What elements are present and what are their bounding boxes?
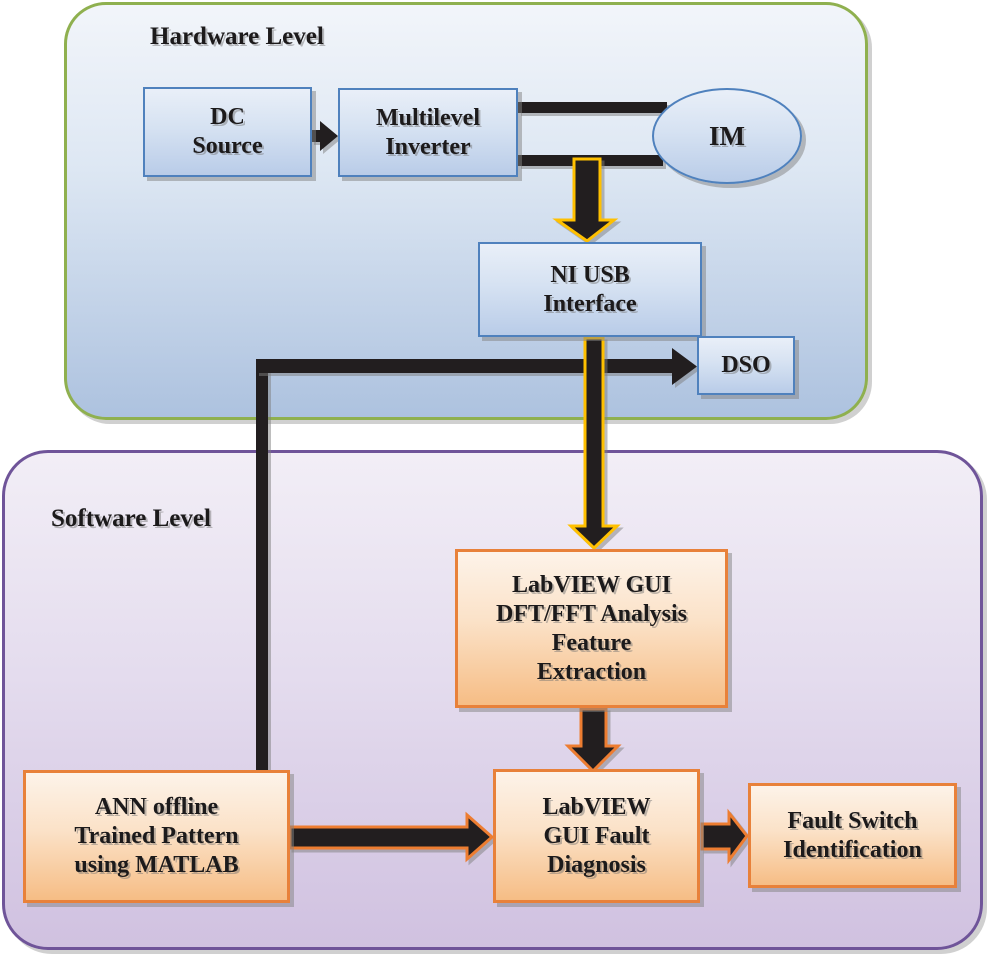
multilevel-inverter-label: Multilevel Inverter xyxy=(376,104,480,160)
software-level-label: Software Level xyxy=(51,505,211,532)
feature-extraction-box: LabVIEW GUI DFT/FFT Analysis Feature Ext… xyxy=(455,549,728,708)
inverter-im-top-line xyxy=(518,102,667,113)
arrow-to-dso xyxy=(256,348,697,385)
arrow-dc-to-inverter xyxy=(311,121,338,151)
ni-usb-interface-box: NI USB Interface xyxy=(478,242,702,337)
im-ellipse: IM xyxy=(652,88,802,184)
ni-usb-interface-label: NI USB Interface xyxy=(543,261,637,317)
arrow-inverter-line-to-niusb xyxy=(552,157,619,243)
dc-source-box: DC Source xyxy=(143,87,312,177)
feature-extraction-label: LabVIEW GUI DFT/FFT Analysis Feature Ext… xyxy=(496,571,687,685)
arrow-feature-extraction-to-diagnosis xyxy=(564,707,622,774)
dso-box: DSO xyxy=(697,336,795,395)
dc-source-label: DC Source xyxy=(192,104,263,159)
hardware-level-label: Hardware Level xyxy=(150,23,324,50)
fault-diagnosis-label: LabVIEW GUI Fault Diagnosis xyxy=(542,793,651,878)
ann-box: ANN offline Trained Pattern using MATLAB xyxy=(23,770,290,903)
arrow-diagnosis-to-fault-switch xyxy=(700,808,749,865)
multilevel-inverter-box: Multilevel Inverter xyxy=(338,88,518,177)
arrow-niusb-to-feature-extraction xyxy=(567,336,621,551)
dso-label: DSO xyxy=(721,352,771,378)
ann-riser-line xyxy=(256,359,268,770)
fault-switch-label: Fault Switch Identification xyxy=(783,807,922,863)
hardware-level-container: Hardware Level xyxy=(64,2,868,420)
im-label: IM xyxy=(709,120,745,151)
fault-switch-box: Fault Switch Identification xyxy=(748,783,957,888)
ann-label: ANN offline Trained Pattern using MATLAB xyxy=(74,794,239,878)
arrow-ann-to-diagnosis xyxy=(288,811,495,863)
fault-diagnosis-box: LabVIEW GUI Fault Diagnosis xyxy=(493,769,700,903)
